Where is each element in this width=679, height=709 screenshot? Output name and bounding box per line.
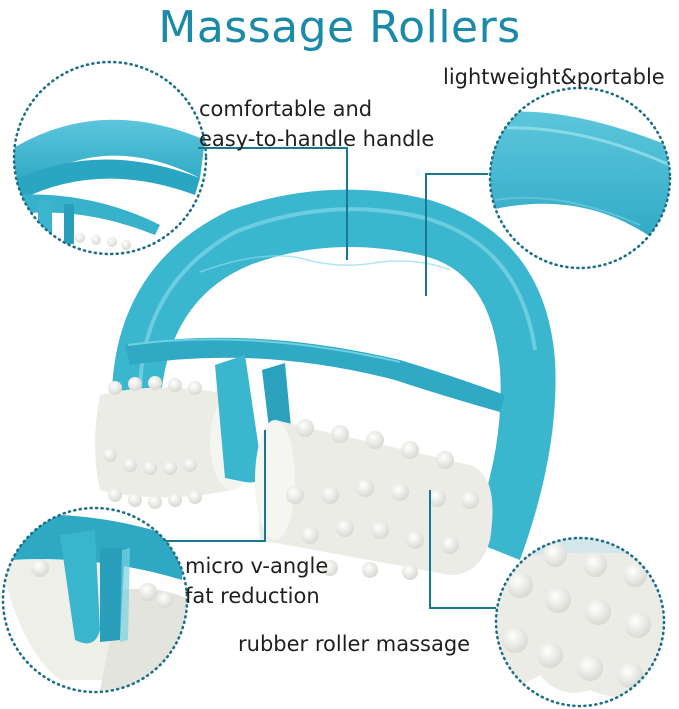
callout-handle-line-1: comfortable and [199,97,373,121]
detail-circle-handle [12,60,208,256]
callout-portable: lightweight&portable [443,62,665,92]
massage-roller-product [95,189,556,580]
detail-circle-vangle [1,506,189,694]
leader-portable [425,173,488,296]
leader-handle [198,147,348,260]
callout-vangle-line-1: micro v-angle [185,554,329,578]
leader-lines [166,147,496,609]
callout-vangle-line-2: fat reduction [185,584,320,608]
leader-rubber [429,490,496,609]
callout-rubber-line-1: rubber roller massage [238,632,471,656]
page-title: Massage Rollers [158,2,521,53]
callout-handle-line-2: easy-to-handle handle [199,127,435,151]
callout-handle: comfortable and easy-to-handle handle [199,94,434,154]
callout-vangle: micro v-angle fat reduction [185,551,328,611]
leader-vangle [166,430,266,542]
callout-rubber: rubber roller massage [238,629,470,659]
callout-portable-line-1: lightweight&portable [443,65,665,89]
detail-circle-portable [488,86,672,270]
